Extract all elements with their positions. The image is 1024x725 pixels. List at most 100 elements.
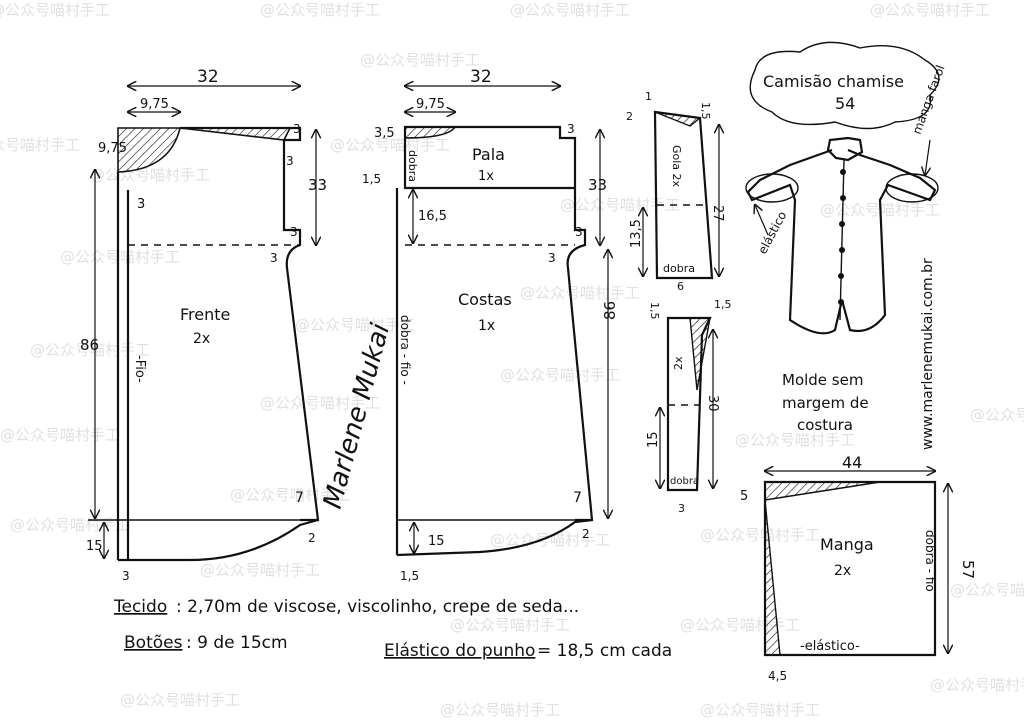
- frente-hem-7-label: 7: [295, 490, 304, 506]
- materials-notes: Tecido : 2,70m de viscose, viscolinho, c…: [113, 597, 672, 661]
- gola-lower-label: 13,5: [629, 219, 644, 248]
- pe-gola-count: 2x: [672, 356, 685, 370]
- watermark: @公众号喵村手工: [870, 1, 990, 19]
- manga-count: 2x: [834, 563, 851, 579]
- watermark: @公众号喵村手工: [90, 166, 210, 184]
- costas-arm-3-label: 3: [575, 225, 583, 239]
- costas-fold-label: dobra - fio -: [398, 315, 412, 385]
- designer-signature: Marlene Mukai: [318, 320, 396, 512]
- costas-shoulder-3-label: 3: [567, 122, 575, 136]
- manga-name: Manga: [820, 535, 874, 554]
- costas-armhole-label: 33: [588, 176, 607, 194]
- watermark: @公众号喵村手工: [360, 51, 480, 69]
- watermark: @公众号喵村手工: [260, 1, 380, 19]
- frente-neckline-hatch: [117, 127, 182, 173]
- frente-shoulder-hatch: [179, 127, 292, 141]
- molde-note-line3: costura: [797, 416, 853, 434]
- manga-height-label: 57: [959, 560, 977, 579]
- shirt-button: [838, 299, 844, 305]
- manga-bottom-label: 4,5: [768, 669, 787, 683]
- costas-hem-7-label: 7: [573, 490, 582, 506]
- manga-fold-label: dobra - fio: [923, 530, 937, 592]
- elastico-punho-value: = 18,5 cm cada: [537, 641, 672, 661]
- frente-armhole-label: 33: [308, 176, 327, 194]
- gola-top-1-label: 1: [645, 90, 652, 103]
- gola-top-2-label: 2: [626, 110, 633, 123]
- costas-side-3-label: 3: [548, 251, 556, 265]
- watermark: @公众号喵村手工: [0, 426, 120, 444]
- frente-arm-3-label: 3: [286, 154, 294, 168]
- frente-count: 2x: [193, 331, 210, 347]
- frente-hem-15-label: 15: [86, 539, 103, 554]
- molde-note-line2: margem de: [782, 394, 869, 412]
- costas-yoke-count: 1x: [478, 169, 494, 184]
- watermark: @公众号喵村手工: [700, 701, 820, 719]
- costas-yoke-fold: dobra: [406, 150, 419, 182]
- watermark: @公众号喵村手工: [0, 136, 80, 154]
- frente-name: Frente: [180, 305, 230, 324]
- watermark: @公众号喵村手工: [950, 581, 1024, 599]
- watermark: @公众号喵村手工: [700, 526, 820, 544]
- gola-top-15-label: 1,5: [699, 102, 712, 120]
- gola-width-label: 6: [677, 280, 684, 293]
- elastico-punho-label: Elástico do punho: [384, 641, 535, 661]
- watermark: @公众号喵村手工: [970, 406, 1024, 424]
- watermark: @公众号喵村手工: [330, 136, 450, 154]
- costas-yoke-outline: [403, 125, 577, 190]
- costas-neck-width-label: 9,75: [416, 97, 445, 112]
- botoes-value: : 9 de 15cm: [186, 633, 288, 653]
- frente-hem-2-label: 2: [308, 531, 316, 545]
- watermark: @公众号喵村手工: [0, 1, 110, 19]
- shirt-placket: [839, 159, 845, 321]
- elastic-pointer: [755, 205, 769, 236]
- costas-neck-height-label: 3,5: [374, 126, 395, 141]
- costas-hem-2-label: 2: [582, 527, 590, 541]
- frente-hem-curve: [118, 518, 319, 562]
- frente-shoulder-3-label: 3: [293, 122, 301, 136]
- gola-top-hatch: [654, 111, 702, 127]
- costas-count: 1x: [478, 318, 495, 334]
- costas-yoke-15-label: 1,5: [362, 172, 381, 186]
- costas-hem-bottom-label: 1,5: [400, 569, 419, 583]
- watermark: @公众号喵村手工: [510, 1, 630, 19]
- shirt-button: [840, 169, 846, 175]
- watermark: @公众号喵村手工: [680, 616, 800, 634]
- costas-yoke-name: Pala: [472, 145, 505, 164]
- title-line1: Camisão chamise: [763, 72, 904, 91]
- tecido-value: : 2,70m de viscose, viscolinho, crepe de…: [176, 597, 579, 617]
- costas-width-label: 32: [470, 67, 492, 87]
- watermark: @公众号喵村手工: [260, 394, 380, 412]
- frente-neck-width-label: 9,75: [140, 97, 169, 112]
- watermark: @公众号喵村手工: [60, 248, 180, 266]
- watermark: @公众号喵村手工: [440, 701, 560, 719]
- pe-gola-height-label: 30: [705, 395, 720, 412]
- pe-gola-hatch: [689, 317, 711, 391]
- pe-gola-width-label: 3: [678, 502, 685, 515]
- shirt-button: [838, 273, 844, 279]
- pe-gola-fold-label: dobra: [670, 476, 699, 487]
- shirt-button: [839, 247, 845, 253]
- title-line2: 54: [835, 94, 855, 113]
- pe-gola-piece: 15 30 2x dobra 3 1,5 1,5: [646, 298, 732, 515]
- watermark: @公众号喵村手工: [200, 561, 320, 579]
- gola-name: Gola 2x: [670, 145, 683, 188]
- costas-length-label: 86: [601, 301, 619, 320]
- frente-width-label: 32: [197, 67, 219, 87]
- shirt-button: [840, 195, 846, 201]
- frente-piece: 32 9,75 9,75 86 33 15 3 3 3 3 3 7 2 3 Fr…: [80, 67, 327, 583]
- shirt-button: [839, 221, 845, 227]
- gola-outline: [653, 110, 714, 280]
- watermark: @公众号喵村手工: [520, 284, 640, 302]
- manga-width-label: 44: [842, 453, 862, 472]
- frente-length-label: 86: [80, 336, 99, 354]
- watermark: @公众号喵村手工: [120, 691, 240, 709]
- manga-piece: 44 5 57 dobra - fio Manga 2x -elástico- …: [740, 453, 977, 683]
- pe-gola-top-15b-label: 1,5: [714, 298, 732, 311]
- manga-elastic-label: -elástico-: [800, 639, 860, 654]
- gola-piece: 13,5 27 Gola 2x dobra 6 1 2 1,5: [626, 90, 725, 293]
- title-cloud: Camisão chamise 54: [749, 41, 940, 130]
- website: www.marlenemukai.com.br: [920, 258, 936, 450]
- shirt-left-sleeve: [745, 173, 799, 203]
